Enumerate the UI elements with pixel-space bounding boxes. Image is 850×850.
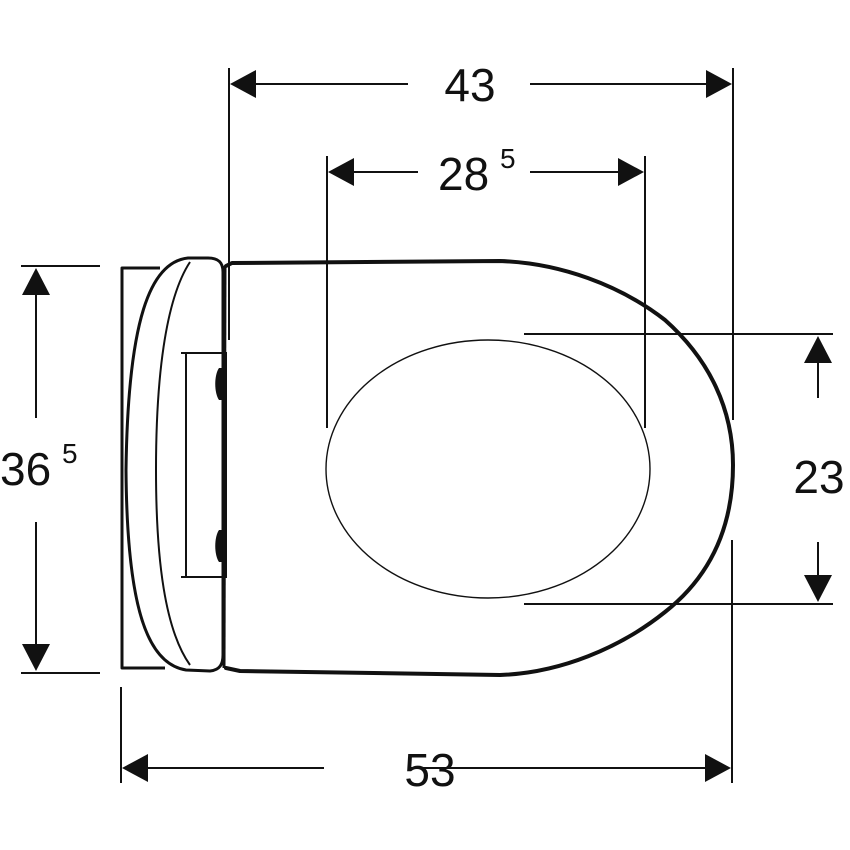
arrow-left-icon (122, 754, 148, 782)
arrow-up-icon (804, 336, 832, 363)
dimension-superscript: 5 (62, 438, 78, 469)
arrow-left-icon (230, 70, 256, 98)
dimension-36-5: 36 5 (0, 265, 100, 674)
arrow-right-icon (705, 754, 731, 782)
seat-opening (325, 339, 651, 599)
dimension-43: 43 (228, 59, 734, 420)
bowl-outline (224, 259, 735, 677)
arrow-right-icon (706, 70, 732, 98)
dimension-label: 28 (438, 148, 489, 200)
arrow-left-icon (328, 158, 354, 186)
arrow-right-icon (618, 158, 644, 186)
dimension-superscript: 5 (500, 143, 516, 174)
dimension-label: 36 (0, 443, 51, 495)
arrow-down-icon (22, 644, 50, 671)
hinge-cover-inner (154, 261, 191, 666)
hinge-cover-outer (124, 256, 225, 673)
arrow-down-icon (804, 575, 832, 602)
dimension-28-5: 28 5 (326, 143, 646, 428)
toilet-outline (120, 256, 735, 677)
arrow-up-icon (22, 268, 50, 295)
dimension-53: 53 (120, 540, 733, 796)
bowl-rear-edge (222, 265, 227, 669)
dimension-label: 23 (793, 451, 844, 503)
hinge-pin-top (215, 368, 224, 400)
dimension-label: 53 (404, 744, 455, 796)
wall-mount-plate (120, 266, 165, 670)
dimension-label: 43 (444, 59, 495, 111)
dimension-23: 23 (524, 333, 845, 605)
hinge-pin-bottom (215, 530, 224, 562)
